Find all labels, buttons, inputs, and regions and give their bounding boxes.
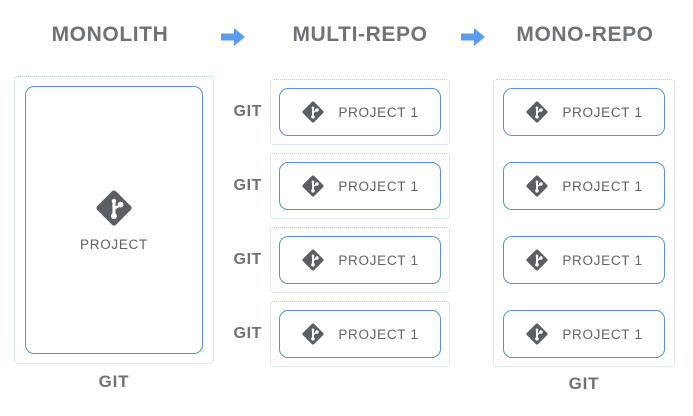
column-title-mono-repo: MONO-REPO — [516, 23, 654, 46]
multi-repo-git-label-4: GIT — [233, 325, 262, 342]
multi-repo-git-boundary-1 — [270, 79, 450, 145]
multi-repo-git-boundary-4 — [270, 301, 450, 367]
mono-repo-project-box-3[interactable]: PROJECT 1 — [503, 236, 665, 284]
git-logo-icon — [526, 101, 548, 123]
multi-repo-git-boundary-3 — [270, 227, 450, 293]
git-logo-icon — [302, 323, 324, 345]
mono-repo-git-caption: GIT — [568, 374, 600, 393]
multi-repo-git-boundary-2 — [270, 153, 450, 219]
git-logo-icon — [302, 101, 324, 123]
multi-repo-project-label-1: PROJECT 1 — [338, 104, 419, 120]
column-title-multi-repo: MULTI-REPO — [292, 23, 428, 46]
mono-repo-project-label-1: PROJECT 1 — [562, 104, 643, 120]
mono-repo-project-box-2[interactable]: PROJECT 1 — [503, 162, 665, 210]
git-logo-icon — [526, 249, 548, 271]
multi-repo-project-label-2: PROJECT 1 — [338, 178, 419, 194]
multi-repo-project-box-1[interactable]: PROJECT 1 — [279, 88, 441, 136]
git-logo-icon — [526, 323, 548, 345]
multi-repo-project-box-3[interactable]: PROJECT 1 — [279, 236, 441, 284]
multi-repo-project-label-3: PROJECT 1 — [338, 252, 419, 268]
multi-repo-project-box-4[interactable]: PROJECT 1 — [279, 310, 441, 358]
monolith-project-box[interactable]: PROJECT — [25, 86, 203, 354]
mono-repo-project-label-4: PROJECT 1 — [562, 326, 643, 342]
git-logo-icon — [526, 175, 548, 197]
multi-repo-project-box-2[interactable]: PROJECT 1 — [279, 162, 441, 210]
mono-repo-project-box-1[interactable]: PROJECT 1 — [503, 88, 665, 136]
monolith-git-caption: GIT — [98, 372, 130, 391]
git-logo-icon — [96, 190, 132, 226]
git-logo-icon — [302, 249, 324, 271]
mono-repo-git-boundary — [493, 79, 675, 367]
right-arrow-icon — [221, 28, 245, 46]
multi-repo-git-label-1: GIT — [233, 103, 262, 120]
monolith-git-boundary — [14, 76, 214, 364]
mono-repo-project-label-3: PROJECT 1 — [562, 252, 643, 268]
multi-repo-git-label-3: GIT — [233, 251, 262, 268]
column-title-monolith: MONOLITH — [51, 23, 169, 46]
mono-repo-project-label-2: PROJECT 1 — [562, 178, 643, 194]
git-logo-icon — [302, 175, 324, 197]
monolith-project-label: PROJECT — [80, 237, 148, 252]
multi-repo-git-label-2: GIT — [233, 177, 262, 194]
right-arrow-icon — [461, 28, 485, 46]
mono-repo-project-box-4[interactable]: PROJECT 1 — [503, 310, 665, 358]
multi-repo-project-label-4: PROJECT 1 — [338, 326, 419, 342]
